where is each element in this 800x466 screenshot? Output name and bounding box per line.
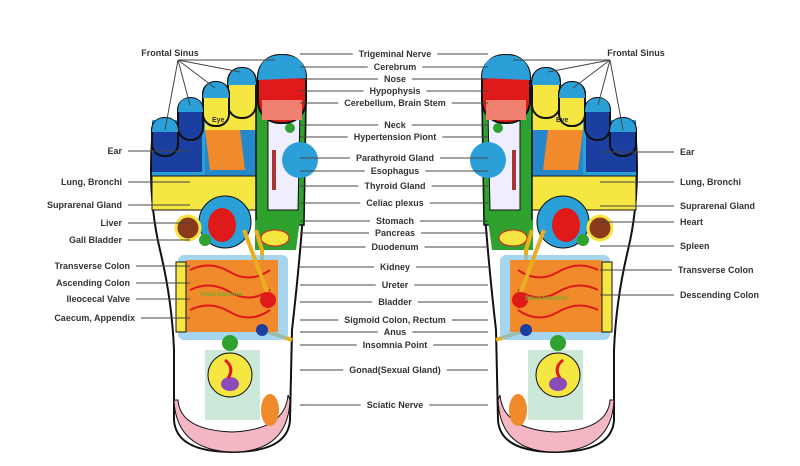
label-frontal-sinus-left: Frontal Sinus	[141, 48, 199, 58]
label-center-12: Pancreas	[374, 228, 416, 238]
label-center-2: Nose	[383, 74, 407, 84]
label-center-10: Celiac plexus	[366, 198, 424, 208]
label-heart: Heart	[680, 217, 704, 227]
label-transverse-colon-right: Transverse Colon	[678, 265, 754, 275]
leader-lines	[128, 53, 674, 406]
label-caecum-appendix: Caecum, Appendix	[54, 313, 135, 323]
label-center-21: Sciatic Nerve	[366, 400, 424, 410]
label-center-19: Insomnia Point	[362, 340, 428, 350]
label-center-0: Trigeminal Nerve	[358, 49, 432, 59]
label-center-3: Hypophysis	[369, 86, 421, 96]
label-center-9: Thyroid Gland	[364, 181, 426, 191]
left-foot	[149, 53, 320, 454]
label-frontal-sinus-right: Frontal Sinus	[607, 48, 665, 58]
label-ear-right: Ear	[680, 147, 695, 157]
label-center-13: Duodenum	[371, 242, 419, 252]
label-center-5: Neck	[384, 120, 406, 130]
label-eye-left: Eye	[212, 117, 225, 124]
label-center-15: Ureter	[381, 280, 409, 290]
label-center-1: Cerebrum	[373, 62, 417, 72]
label-center-18: Anus	[383, 327, 407, 337]
label-center-7: Parathyroid Gland	[355, 153, 435, 163]
label-small-intestine-left: Small Intestine	[200, 292, 243, 298]
label-center-4: Cerebellum, Brain Stem	[344, 98, 446, 108]
label-center-16: Bladder	[378, 297, 412, 307]
label-center-11: Stomach	[375, 216, 415, 226]
label-lung-bronchi-right: Lung, Bronchi	[680, 177, 741, 187]
label-ear-left: Ear	[107, 146, 122, 156]
label-center-20: Gonad(Sexual Gland)	[349, 365, 441, 375]
label-eye-right: Eye	[556, 117, 569, 124]
label-spleen: Spleen	[680, 241, 710, 251]
label-suprarenal-gland-right: Suprarenal Gland	[680, 201, 756, 211]
label-lung-bronchi-left: Lung, Bronchi	[61, 177, 122, 187]
label-descending-colon: Descending Colon	[680, 290, 760, 300]
right-foot	[468, 53, 639, 454]
label-ascending-colon: Ascending Colon	[56, 278, 130, 288]
label-center-6: Hypertension Piont	[353, 132, 437, 142]
label-small-intestine-right: Small Intestine	[525, 296, 568, 302]
label-transverse-colon-left: Transverse Colon	[54, 261, 130, 271]
label-gall-bladder: Gall Bladder	[68, 235, 122, 245]
label-liver: Liver	[100, 218, 122, 228]
label-center-8: Esophagus	[370, 166, 420, 176]
label-center-17: Sigmoid Colon, Rectum	[344, 315, 446, 325]
label-ileocecal-valve: Ileocecal Valve	[66, 294, 130, 304]
label-suprarenal-gland-left: Suprarenal Gland	[46, 200, 122, 210]
label-center-14: Kidney	[379, 262, 411, 272]
